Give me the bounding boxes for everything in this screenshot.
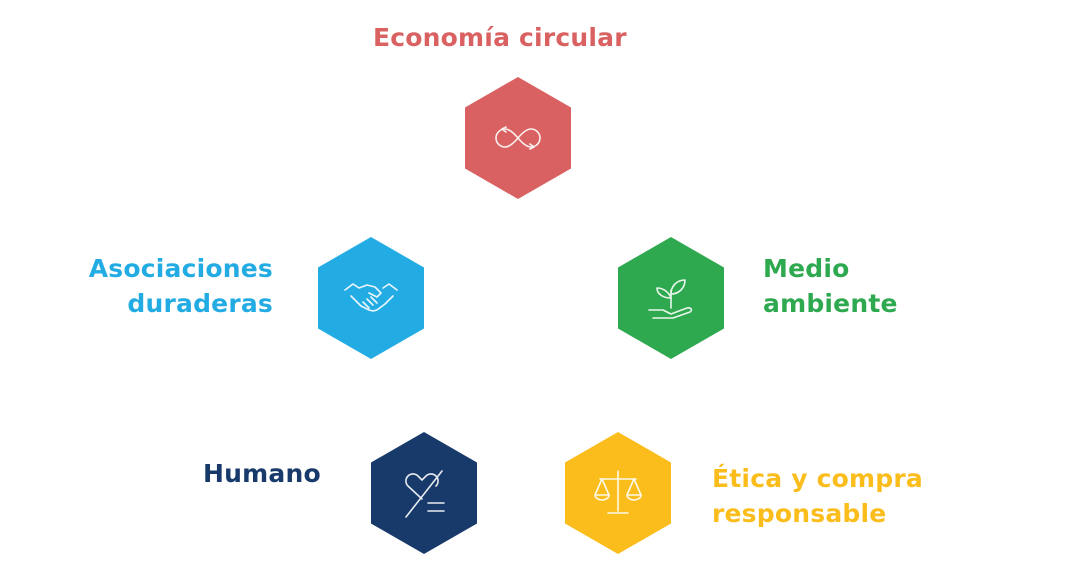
label-line: Medio [763,254,850,283]
hex-asociaciones-duraderas [318,237,424,359]
plant-in-hand-icon [648,279,693,319]
label-line: ambiente [763,289,898,318]
scales-icon [594,470,642,514]
label-etica-compra-responsable: Ética y compra responsable [712,461,923,531]
label-medio-ambiente: Medio ambiente [763,251,898,321]
label-economia-circular: Economía circular [373,23,627,52]
label-line: duraderas [127,289,273,318]
hex-humano [371,432,477,554]
hex-etica-compra-responsable [565,432,671,554]
infinity-arrows-icon [495,126,541,150]
label-humano: Humano [203,459,321,488]
hex-economia-circular [465,77,571,199]
heart-not-equal-icon [405,470,445,518]
hex-medio-ambiente [618,237,724,359]
label-line: responsable [712,499,887,528]
label-line: Ética y compra [712,464,923,493]
label-asociaciones-duraderas: Asociaciones duraderas [60,251,273,321]
handshake-icon [344,283,398,312]
label-line: Asociaciones [88,254,273,283]
